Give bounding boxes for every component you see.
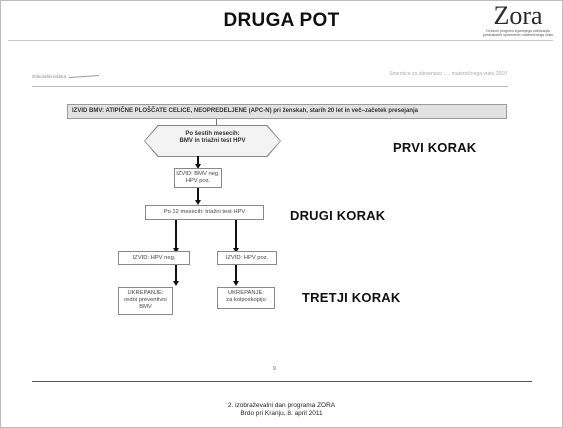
box-ukrepanje-redni-line-1: UKREPANJE: (127, 290, 164, 296)
box-12-months: Po 12 mesecih: triažni test HPV (145, 205, 264, 220)
slide-header-left-text: Onkološki inštitut (32, 74, 67, 79)
box-ukrepanje-kolposkopija: UKREPANJE: za kolposkopijo (217, 287, 275, 309)
arrow-down-icon (233, 281, 239, 286)
slide-page-number: 9 (273, 366, 276, 372)
box-ukrepanje-redni-line-3: BMV (139, 304, 152, 310)
slide-bottom-divider (32, 381, 532, 382)
izvid-bar: IZVID BMV: ATIPIČNE PLOŠČATE CELICE, NEO… (67, 104, 507, 119)
arrow-down-icon (173, 281, 179, 286)
slide-header-left: Onkološki inštitut (32, 74, 100, 79)
arrow-down-icon (195, 164, 201, 169)
zora-logo: Zora Državni program zgodnjega odkrivanj… (477, 1, 559, 38)
hexagon-step-box (145, 126, 280, 156)
page-title: DRUGA POT (223, 10, 340, 31)
arrow-down-icon (195, 200, 201, 205)
box-izvid-bmv-line-1: IZVID: BMV neg. (176, 171, 220, 177)
connector-line (175, 265, 177, 283)
box-ukrepanje-kolposkopija-line-2: za kolposkopijo (226, 297, 266, 303)
bar-connector (216, 119, 217, 127)
step-label-third: TRETJI KORAK (302, 290, 401, 305)
connector-line (235, 220, 237, 250)
hexagon-line-2: BMV in triažni test HPV (179, 138, 246, 144)
connector-line (197, 156, 199, 166)
hexagon-line-1: Po šestih mesecih: (185, 131, 240, 137)
arrow-down-icon (233, 248, 239, 253)
logo-name: Zora (493, 1, 543, 30)
step-label-second: DRUGI KORAK (290, 208, 386, 223)
footer-line-1: 2. izobraževalni dan programa ZORA (227, 402, 336, 409)
step-label-first: PRVI KORAK (393, 140, 477, 155)
slide-header-right: Smernice za obravnavo ..... materničnega… (389, 71, 507, 77)
box-ukrepanje-kolposkopija-line-1: UKREPANJE: (228, 290, 264, 296)
header-divider (8, 40, 553, 41)
box-izvid-bmv-line-2: HPV poz. (185, 178, 211, 184)
hexagon-text: Po šestih mesecih: BMV in triažni test H… (145, 131, 280, 145)
box-ukrepanje-redni: UKREPANJE: redni preventivni BMV (118, 287, 173, 315)
box-hpv-neg: IZVID: HPV neg. (118, 251, 190, 265)
arrow-down-icon (173, 248, 179, 253)
box-ukrepanje-redni-line-2: redni preventivni (124, 297, 167, 303)
box-hpv-poz: IZVID: HPV poz. (217, 251, 277, 265)
connector-line (235, 265, 237, 283)
connector-line (197, 188, 199, 202)
footer: 2. izobraževalni dan programa ZORA Brdo … (0, 402, 563, 418)
footer-line-2: Brdo pri Kranju, 8. april 2011 (240, 410, 323, 417)
box-izvid-bmv-neg: IZVID: BMV neg. HPV poz. (174, 168, 222, 188)
scribble-logo-icon (69, 75, 100, 79)
slide-top-divider (32, 86, 508, 87)
connector-line (175, 220, 177, 250)
logo-tagline: Državni program zgodnjega odkrivanja pre… (482, 29, 554, 38)
